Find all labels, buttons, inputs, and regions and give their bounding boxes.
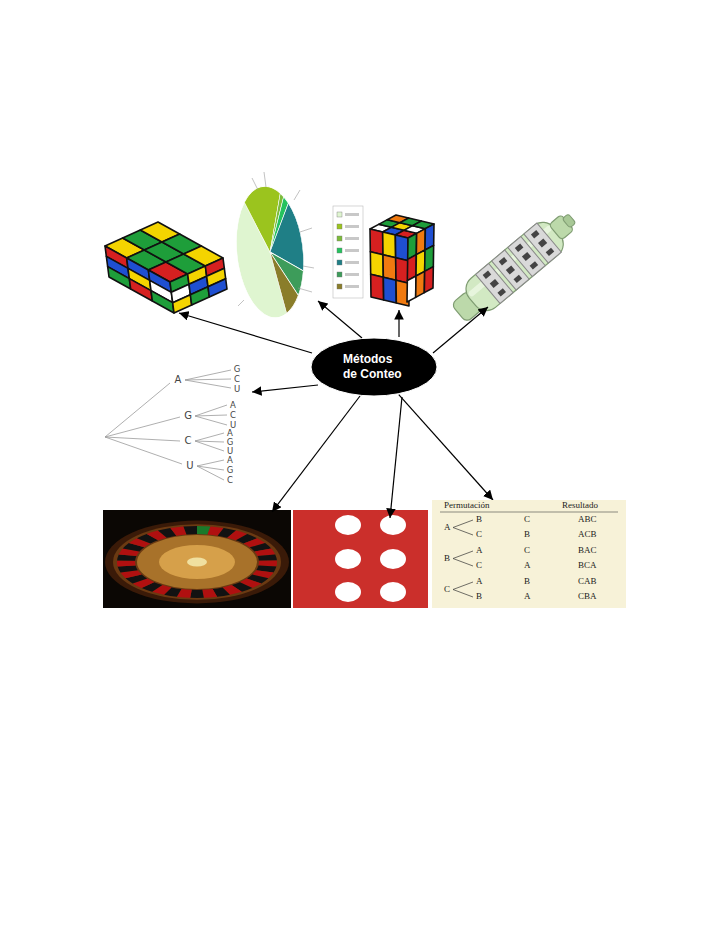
tree-letter: G: [227, 438, 234, 447]
tree-letter: C: [230, 411, 236, 420]
tree-letter: A: [175, 375, 182, 385]
table-cell: Permutación: [444, 500, 490, 511]
combination-lock: [447, 204, 585, 328]
table-cell: CAB: [578, 576, 597, 587]
permutation-table: PermutaciónResultadoBCABCACBACBACBACBCAB…: [432, 500, 626, 608]
tree-letter: G: [234, 365, 241, 374]
tree-letter: C: [234, 375, 240, 384]
table-cell: B: [476, 591, 482, 602]
table-cell: A: [476, 545, 483, 556]
rubik-cube: [105, 222, 227, 313]
tree-diagram: [105, 370, 231, 480]
pie-chart: [230, 172, 363, 321]
node-title: Métodos de Conteo: [343, 352, 405, 382]
central-ellipse: Métodos de Conteo: [310, 337, 438, 397]
table-cell: B: [524, 529, 530, 540]
table-cell: BAC: [578, 545, 597, 556]
table-cell: B: [444, 553, 450, 564]
table-cell: B: [476, 514, 482, 525]
arrow-connector: [399, 395, 493, 500]
tree-letter: U: [186, 461, 193, 471]
tree-letter: U: [227, 447, 233, 456]
table-cell: BCA: [578, 560, 597, 571]
table-cell: CBA: [578, 591, 597, 602]
table-cell: C: [476, 529, 482, 540]
tree-letter: A: [227, 456, 233, 465]
table-cell: ACB: [578, 529, 597, 540]
tree-letter: A: [230, 401, 236, 410]
table-cell: ABC: [578, 514, 597, 525]
table-cell: C: [524, 514, 530, 525]
tree-letter: U: [234, 385, 240, 394]
arrow-lines: [179, 301, 488, 518]
table-cell: A: [524, 560, 531, 571]
tree-letter: G: [227, 466, 234, 475]
tree-letter: A: [227, 429, 233, 438]
tree-letter: C: [227, 476, 233, 485]
table-cell: C: [444, 584, 450, 595]
table-cell: A: [476, 576, 483, 587]
tree-letter: G: [184, 411, 192, 421]
rubik-cube: [370, 215, 434, 306]
die-photo: [293, 510, 428, 608]
roulette-photo: [103, 510, 291, 608]
tree-letter: C: [185, 436, 192, 446]
table-cell: C: [476, 560, 482, 571]
table-cell: A: [524, 591, 531, 602]
table-cell: Resultado: [562, 500, 598, 511]
table-cell: A: [444, 522, 451, 533]
table-cell: C: [524, 545, 530, 556]
table-cell: B: [524, 576, 530, 587]
